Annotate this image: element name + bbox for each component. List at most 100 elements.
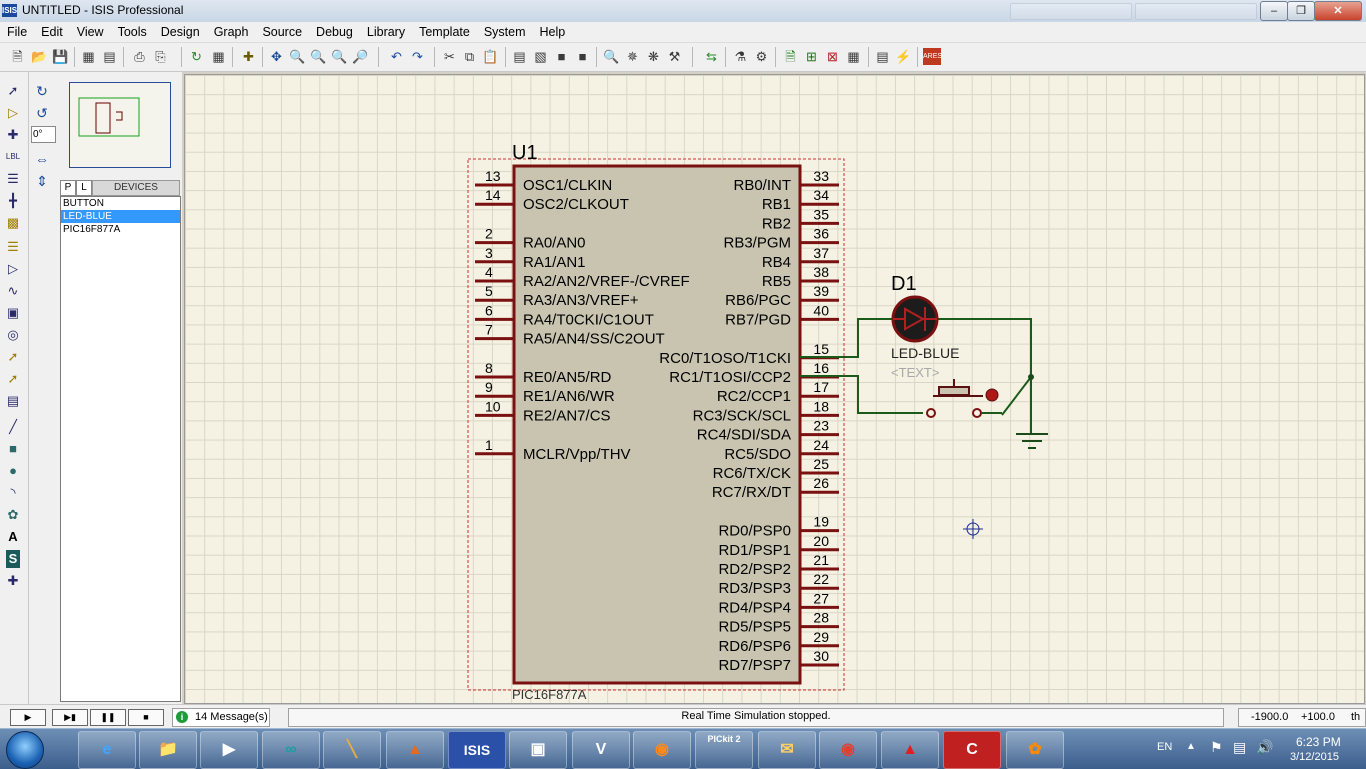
component-mode-icon[interactable]: ▷ [8,105,18,120]
menu-file[interactable]: File [7,25,28,39]
wire-label-icon[interactable]: LBL [5,152,21,161]
menu-system[interactable]: System [483,25,526,39]
zoom-in-icon[interactable]: 🔍 [289,49,306,64]
pickit-icon[interactable]: PICkit 2 [695,731,753,769]
block-move-icon[interactable]: ▧ [534,49,547,64]
overview-window[interactable] [69,82,171,168]
origin-icon[interactable]: ✚ [243,49,254,64]
mirror-y-icon[interactable]: ⇕ [36,173,48,189]
open-folder-icon[interactable]: 📂 [31,49,48,64]
box-icon[interactable]: ■ [9,441,17,456]
marker-icon[interactable]: ✚ [7,573,19,588]
messages-indicator[interactable]: i 14 Message(s) [172,708,270,727]
ie-icon[interactable]: e [78,731,136,769]
import-icon[interactable]: ▦ [82,49,95,64]
cut-icon[interactable]: ✂ [444,49,455,64]
block-delete-icon[interactable]: ■ [578,49,587,64]
ares-icon[interactable]: ARES [923,48,942,65]
tape-recorder-icon[interactable]: ▣ [6,305,20,320]
rotate-anticlockwise-icon[interactable]: ↺ [36,105,48,121]
block-rotate-icon[interactable]: ■ [557,49,566,64]
menu-edit[interactable]: Edit [41,25,63,39]
mirror-x-icon[interactable]: ⇔ [35,151,49,167]
circle-icon[interactable]: ● [9,463,17,478]
decompose-icon[interactable]: ⚒ [668,49,681,64]
device-pins-icon[interactable]: ▷ [8,261,18,276]
pdf-icon[interactable]: ▲ [881,731,939,769]
list-item[interactable]: PIC16F877A [63,224,121,235]
current-probe-icon[interactable]: ➚ [7,371,19,386]
list-item[interactable]: LED-BLUE [61,210,180,223]
wire-autorouter-icon[interactable]: ⇆ [706,49,717,64]
minimize-button[interactable]: – [1260,1,1288,21]
zoom-area-icon[interactable]: 🔎 [352,49,369,64]
property-assignment-icon[interactable]: ⚙ [755,49,768,64]
voltage-probe-icon[interactable]: ➚ [7,349,19,364]
goto-child-icon[interactable]: ▦ [847,49,860,64]
pause-button[interactable]: ❚❚ [90,709,126,726]
matlab-icon[interactable]: ▲ [386,731,444,769]
menu-help[interactable]: Help [539,25,566,39]
menu-debug[interactable]: Debug [316,25,353,39]
menu-graph[interactable]: Graph [213,25,249,39]
rotation-angle-field[interactable]: 0° [31,126,56,143]
paste-icon[interactable]: 📋 [482,49,499,64]
menu-design[interactable]: Design [160,25,200,39]
junction-dot-icon[interactable]: ✚ [7,127,19,142]
symbol-icon[interactable]: S [6,550,20,568]
text-icon[interactable]: A [8,529,18,544]
media-icon[interactable]: ▶ [200,731,258,769]
isis-icon[interactable]: ISIS [448,731,506,769]
library-manager-button[interactable]: L [76,180,92,196]
menu-library[interactable]: Library [366,25,406,39]
undo-icon[interactable]: ↶ [391,49,402,64]
play-button[interactable]: ▶ [10,709,46,726]
zoom-out-icon[interactable]: 🔍 [310,49,327,64]
block-copy-icon[interactable]: ▤ [513,49,526,64]
pick-devices-button[interactable]: P [60,180,76,196]
chrome-icon[interactable]: ◉ [819,731,877,769]
explorer-icon[interactable]: 📁 [139,731,197,769]
menu-view[interactable]: View [76,25,104,39]
language-indicator[interactable]: EN [1157,741,1173,753]
make-device-icon[interactable]: ✵ [627,49,638,64]
menu-template[interactable]: Template [419,25,470,39]
subcircuit-icon[interactable]: ▩ [6,215,20,230]
remove-sheet-icon[interactable]: ⊠ [827,49,838,64]
pan-icon[interactable]: ✥ [271,49,282,64]
zoom-all-icon[interactable]: 🔍 [331,49,348,64]
terminals-icon[interactable]: ☰ [7,239,19,254]
new-file-icon[interactable]: 🗎 [12,49,23,64]
outlook-icon[interactable]: ✉ [758,731,816,769]
grid-icon[interactable]: ▦ [212,49,225,64]
copy-icon[interactable]: ⧉ [464,49,475,64]
print-setup-icon[interactable]: ⎘ [155,49,166,64]
electrical-check-icon[interactable]: ⚡ [895,49,912,64]
menu-source[interactable]: Source [262,25,303,39]
path-icon[interactable]: ✿ [7,507,19,522]
bill-of-materials-icon[interactable]: ▤ [876,49,889,64]
vs-icon[interactable]: V [572,731,630,769]
buses-icon[interactable]: ╋ [9,193,17,208]
new-sheet-icon[interactable]: 🗎 [785,49,796,64]
clock-date[interactable]: 3/12/2015 [1290,751,1339,763]
add-sheet-icon[interactable]: ⊞ [806,49,817,64]
firefox-icon[interactable]: ◉ [633,731,691,769]
packaging-icon[interactable]: ❋ [648,49,659,64]
redo-icon[interactable]: ↷ [412,49,423,64]
start-button[interactable] [6,731,44,769]
arduino-icon[interactable]: ∞ [262,731,320,769]
save-icon[interactable]: 💾 [52,49,69,64]
stop-button[interactable]: ■ [128,709,164,726]
clock-time[interactable]: 6:23 PM [1296,735,1341,749]
action-center-icon[interactable]: ⚑ [1210,739,1223,755]
graph-mode-icon[interactable]: ∿ [7,283,19,298]
line-icon[interactable]: ╱ [9,419,17,434]
refresh-icon[interactable]: ↻ [191,49,202,64]
list-item[interactable]: BUTTON [63,198,104,209]
selection-mode-icon[interactable]: ➚ [7,83,19,98]
virtual-instruments-icon[interactable]: ▤ [6,393,20,408]
tray-expand-icon[interactable]: ▲ [1186,741,1196,752]
chip-icon[interactable]: ▣ [509,731,567,769]
maximize-button[interactable]: ❐ [1287,1,1315,21]
